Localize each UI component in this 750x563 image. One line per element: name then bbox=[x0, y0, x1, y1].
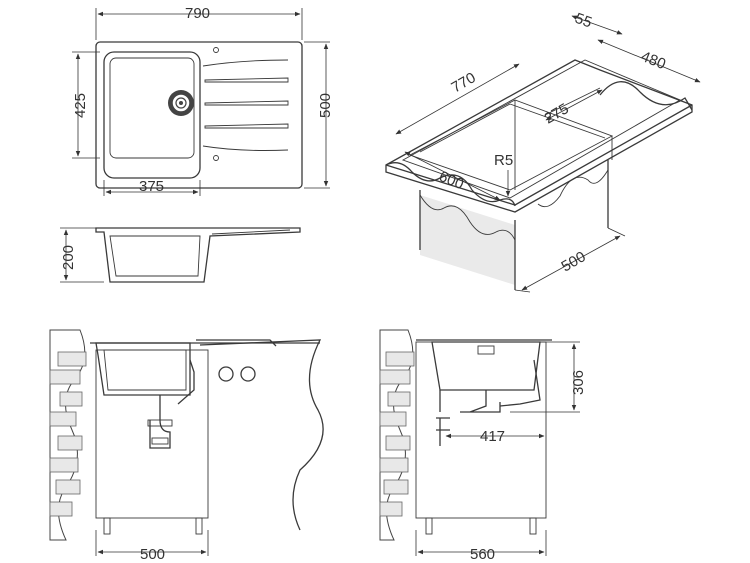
drain-icon bbox=[168, 90, 194, 116]
dim-depth: 500 bbox=[317, 93, 334, 118]
dim-cabinet-depth: 560 bbox=[470, 546, 495, 563]
dim-length: 770 bbox=[449, 69, 479, 96]
top-view: 790 500 425 375 bbox=[72, 5, 334, 196]
tap-hole-bottom bbox=[213, 155, 219, 161]
socket-icon bbox=[218, 366, 234, 382]
socket-icon bbox=[240, 366, 256, 382]
dim-iso-depth: 480 bbox=[639, 48, 669, 73]
iso-view: 770 55 480 275 R5 600 500 bbox=[385, 10, 701, 293]
dim-edge: 55 bbox=[573, 10, 594, 32]
dim-drain-offset: 417 bbox=[480, 428, 505, 445]
side-view: 200 bbox=[60, 227, 301, 283]
dim-width: 790 bbox=[185, 5, 210, 22]
bowl-inner bbox=[109, 57, 195, 159]
dim-section-height: 306 bbox=[570, 370, 587, 395]
dim-front-cabinet: 500 bbox=[140, 546, 165, 563]
drainer-grooves bbox=[202, 59, 289, 151]
tap-hole-top bbox=[213, 47, 219, 53]
sink-outline bbox=[95, 41, 303, 189]
section-view: 306 417 560 bbox=[379, 329, 587, 563]
front-view: 500 bbox=[49, 329, 324, 563]
dim-cabinet: 500 bbox=[559, 248, 589, 275]
dim-bowl-depth: 425 bbox=[72, 93, 89, 118]
dim-radius: R5 bbox=[494, 152, 513, 169]
dim-height: 200 bbox=[60, 245, 77, 270]
dim-bowl-width: 375 bbox=[139, 178, 164, 195]
brick-wall bbox=[49, 351, 87, 517]
brick-wall bbox=[379, 351, 415, 517]
bowl-outer bbox=[103, 51, 201, 179]
